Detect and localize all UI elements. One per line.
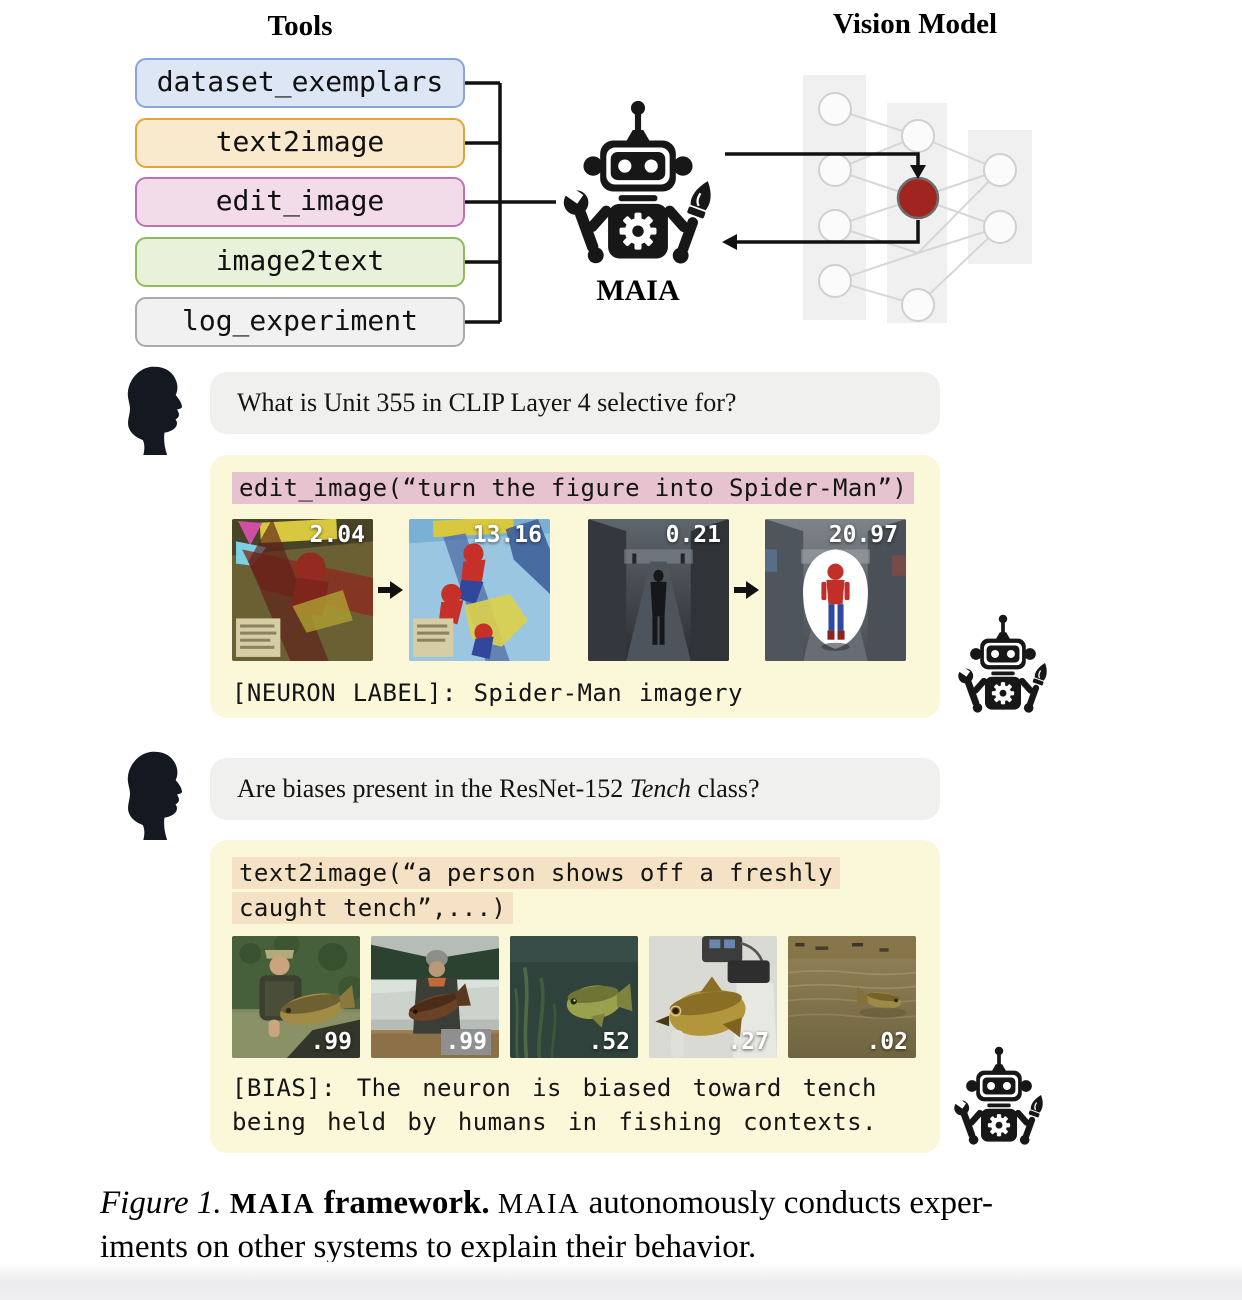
probability-score: .52 <box>588 1029 630 1055</box>
question-text-post: class? <box>690 774 760 803</box>
activation-score: 0.21 <box>665 522 721 548</box>
tool-label: log_experiment <box>181 304 418 337</box>
caption-line1-rest: autonomously conducts exper- <box>580 1185 993 1221</box>
text2image-call-line2: caught tench”,...) <box>232 892 514 924</box>
network-node <box>818 92 852 126</box>
network-node <box>818 264 852 298</box>
tools-bracket-connector <box>465 81 556 324</box>
edit-image-call: edit_image(“turn the figure into Spider-… <box>232 472 915 504</box>
network-node <box>901 119 935 153</box>
bottom-window-edge <box>0 1262 1242 1300</box>
tench-held-by-device-image: .27 <box>649 936 777 1058</box>
network-node <box>818 153 852 187</box>
figure-caption: Figure 1. MAIA framework. MAIA autonomou… <box>100 1182 1190 1268</box>
experiment-images-row-1: 2.04 <box>232 519 918 661</box>
question-text: What is Unit 355 in CLIP Layer 4 selecti… <box>237 388 737 417</box>
caption-line2: iments on other systems to explain their… <box>100 1229 757 1265</box>
tool-box-text2image: text2image <box>135 118 465 168</box>
tench-underwater-image: .52 <box>510 936 638 1058</box>
tool-label: text2image <box>215 125 385 158</box>
network-node <box>818 209 852 243</box>
tool-call-line: edit_image(“turn the figure into Spider-… <box>232 471 918 506</box>
person-holding-tench-lake-image: .99 <box>371 936 499 1058</box>
angler-holding-tench-image: .99 <box>232 936 360 1058</box>
network-node <box>983 210 1017 244</box>
tool-box-log-experiment: log_experiment <box>135 297 465 347</box>
neuron-to-maia-arrow <box>737 220 920 244</box>
experiment-images-row-2: .99 <box>232 936 918 1058</box>
tool-label: edit_image <box>215 184 385 217</box>
maia-experiment-card-2: text2image(“a person shows off a freshly… <box>210 840 940 1153</box>
user-question-bubble-2: Are biases present in the ResNet-152 Ten… <box>210 758 940 820</box>
bias-line-1: [BIAS]: The neuron is biased toward tenc… <box>232 1074 877 1102</box>
vision-model-title: Vision Model <box>832 8 998 40</box>
activation-score: 20.97 <box>828 522 898 548</box>
user-question-bubble-1: What is Unit 355 in CLIP Layer 4 selecti… <box>210 372 940 434</box>
comic-page-original-image: 2.04 <box>232 519 373 661</box>
user-icon <box>127 751 183 840</box>
tench-murky-water-image: .02 <box>788 936 916 1058</box>
vision-model-network <box>722 75 1032 323</box>
tools-section-title: Tools <box>267 10 333 42</box>
arrow-head-down <box>910 165 926 179</box>
maia-robot-icon-small <box>950 612 1056 714</box>
selected-neuron-node <box>896 176 940 220</box>
street-spiderman-edit-image: 20.97 <box>765 519 906 661</box>
activation-score: 2.04 <box>309 522 365 548</box>
edit-arrow-icon <box>378 581 403 599</box>
comic-page-spiderman-edit-image: 13.16 <box>409 519 550 661</box>
probability-score: .99 <box>441 1029 491 1055</box>
maia-label: MAIA <box>596 274 680 307</box>
tool-label: image2text <box>215 244 385 277</box>
tool-box-edit-image: edit_image <box>135 177 465 227</box>
user-icon <box>127 366 183 455</box>
network-node <box>983 153 1017 187</box>
caption-framework: framework. <box>315 1185 498 1221</box>
tool-box-image2text: image2text <box>135 237 465 287</box>
maia-experiment-card-1: edit_image(“turn the figure into Spider-… <box>210 455 940 718</box>
bias-result-text: [BIAS]: The neuron is biased toward tenc… <box>232 1071 918 1139</box>
maia-robot-icon-small <box>946 1044 1052 1146</box>
caption-maia-1: MAIA <box>229 1189 316 1220</box>
maia-to-neuron-arrow <box>725 152 920 165</box>
network-node <box>901 288 935 322</box>
probability-score: .27 <box>727 1029 769 1055</box>
neuron-label-text: [NEURON LABEL]: Spider-Man imagery <box>232 679 743 707</box>
tool-box-dataset-exemplars: dataset_exemplars <box>135 58 465 108</box>
tool-call-lines: text2image(“a person shows off a freshly… <box>232 856 918 926</box>
text2image-call-line1: text2image(“a person shows off a freshly <box>232 857 840 889</box>
arrow-head-left <box>722 234 737 250</box>
caption-figure-label: Figure 1. <box>100 1185 230 1221</box>
activation-score: 13.16 <box>472 522 542 548</box>
probability-score: .99 <box>310 1029 352 1055</box>
tool-label: dataset_exemplars <box>156 65 444 98</box>
edit-arrow-icon <box>734 581 759 599</box>
question-text-italic: Tench <box>629 774 691 803</box>
question-text-pre: Are biases present in the ResNet-152 <box>237 774 630 803</box>
street-person-original-image: 0.21 <box>588 519 729 661</box>
bias-line-2: being held by humans in fishing contexts… <box>232 1108 877 1136</box>
probability-score: .02 <box>866 1029 908 1055</box>
caption-maia-2: MAIA <box>497 1189 581 1220</box>
